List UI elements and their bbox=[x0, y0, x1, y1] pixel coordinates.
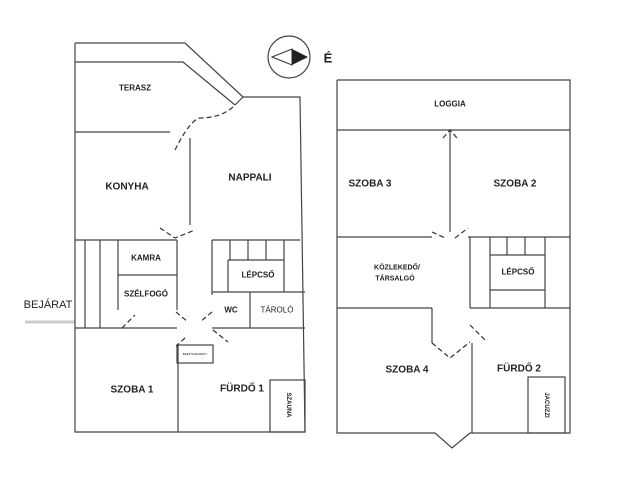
room-1: SZOBA 1 bbox=[110, 384, 154, 396]
wardrobe-label: BEÉP.SZEKRÉNY bbox=[182, 352, 208, 356]
room-wc: WC bbox=[224, 305, 238, 315]
room-living: NAPPALI bbox=[228, 172, 272, 184]
room-hall-line2: TÁRSALGÓ bbox=[375, 275, 415, 283]
room-staircase-1: LÉPCSŐ bbox=[241, 270, 275, 280]
room-sauna: SZAUNA bbox=[285, 392, 291, 418]
room-4: SZOBA 4 bbox=[385, 364, 429, 376]
room-kitchen: KONYHA bbox=[105, 181, 149, 193]
room-2: SZOBA 2 bbox=[493, 178, 537, 190]
room-3: SZOBA 3 bbox=[348, 178, 392, 190]
room-pantry-label: KAMRA bbox=[131, 253, 161, 263]
entrance-label: BEJÁRAT bbox=[23, 299, 73, 311]
room-staircase-2: LÉPCSŐ bbox=[501, 267, 535, 277]
room-vestibule: SZÉLFOGÓ bbox=[124, 289, 168, 299]
north-label: É bbox=[323, 50, 333, 66]
room-hall-line1: KÖZLEKEDŐ/ bbox=[374, 264, 420, 272]
compass-icon bbox=[267, 35, 311, 79]
ground-floor-plan bbox=[74, 42, 306, 433]
room-bathroom-2: FÜRDŐ 2 bbox=[497, 363, 541, 375]
room-loggia: LOGGIA bbox=[434, 99, 466, 109]
room-bathroom-1: FÜRDŐ 1 bbox=[220, 383, 264, 395]
upper-floor-plan bbox=[336, 79, 571, 449]
room-jacuzzi: JACUZZI bbox=[543, 392, 549, 418]
room-terrace: TERASZ bbox=[119, 83, 151, 93]
room-storage: TÁROLÓ bbox=[260, 305, 294, 315]
